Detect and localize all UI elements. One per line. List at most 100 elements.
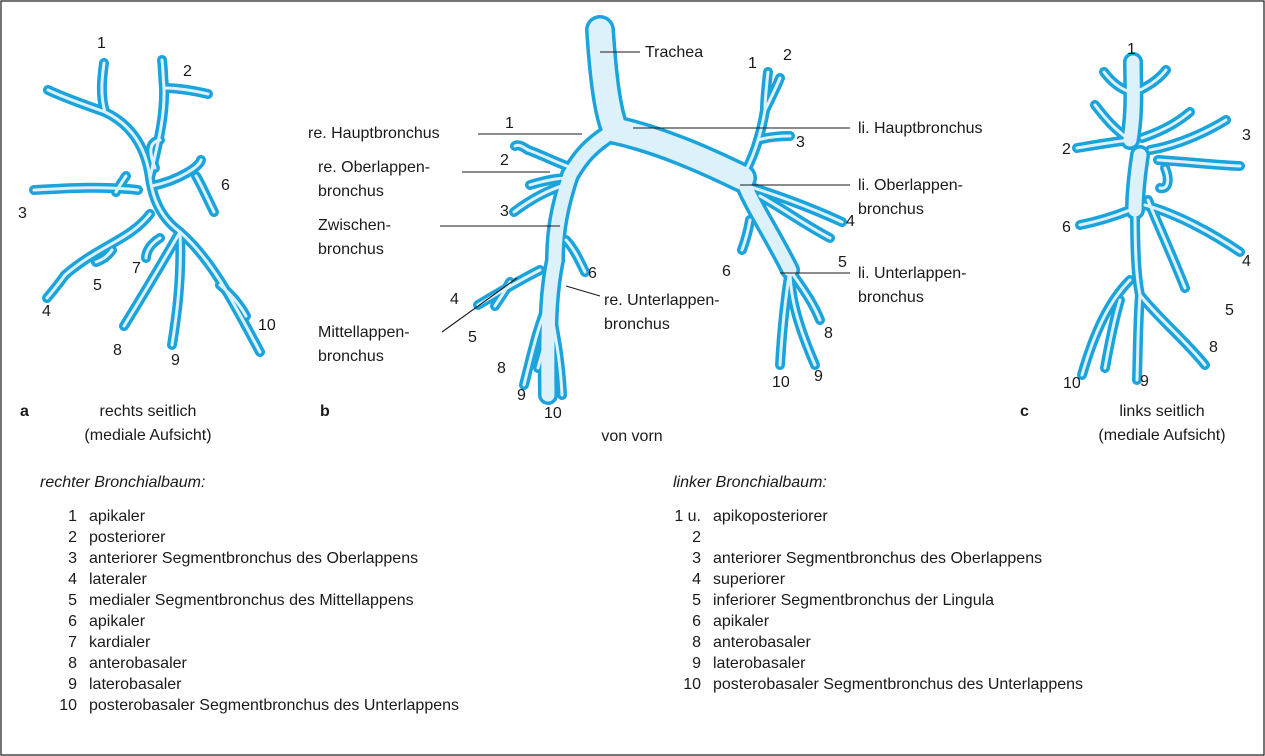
legend-right-item-number: 6 [40, 611, 89, 632]
legend-left-item-text: anterobasaler [713, 632, 811, 653]
panel-b-num-6-right: 6 [588, 265, 597, 282]
legend-right-item-text: kardialer [89, 632, 150, 653]
legend-right-item-number: 4 [40, 569, 89, 590]
legend-left-item-number: 3 [673, 548, 713, 569]
legend-right-item-text: apikaler [89, 506, 145, 527]
legend-right-item-text: posteriorer [89, 527, 165, 548]
legend-right-item-number: 3 [40, 548, 89, 569]
legend-left-item-text: apikoposteriorer [713, 506, 828, 548]
label-re-unterlappen-2: bronchus [604, 316, 670, 333]
panel-c-num-5: 5 [1225, 302, 1234, 319]
panel-c-num-6: 6 [1062, 219, 1071, 236]
panel-b-num-5-left: 5 [838, 254, 847, 271]
panel-a-num-1: 1 [97, 35, 106, 52]
legend-left-tree: linker Bronchialbaum: 1 u. 2apikoposteri… [673, 472, 1083, 695]
panel-b-num-8-left: 8 [824, 325, 833, 342]
panel-b-num-3-left: 3 [796, 134, 805, 151]
legend-right-item-text: medialer Segmentbronchus des Mittellappe… [89, 590, 414, 611]
label-mittellappen-2: bronchus [318, 348, 384, 365]
label-trachea: Trachea [645, 44, 703, 61]
legend-left-item-number: 8 [673, 632, 713, 653]
panel-b-num-10-right: 10 [544, 405, 562, 422]
legend-right-item-number: 8 [40, 653, 89, 674]
legend-left-item: 6apikaler [673, 611, 1083, 632]
panel-b-num-8-right: 8 [497, 360, 506, 377]
panel-c-caption-line2: (mediale Aufsicht) [1098, 427, 1225, 444]
legend-right-item: 2posteriorer [40, 527, 459, 548]
airway-branch-lumen [1130, 62, 1133, 140]
legend-right-item: 4lateraler [40, 569, 459, 590]
legend-right-item-number: 2 [40, 527, 89, 548]
label-re-hauptbronchus: re. Hauptbronchus [308, 125, 440, 142]
legend-right-item-text: anteriorer Segmentbronchus des Oberlappe… [89, 548, 418, 569]
panel-a-letter: a [20, 403, 29, 420]
panel-b-letter: b [320, 403, 330, 420]
panel-a-num-9: 9 [171, 352, 180, 369]
panel-a-num-8: 8 [113, 342, 122, 359]
panel-b-num-5-right: 5 [468, 329, 477, 346]
label-li-unterlappen-1: li. Unterlappen- [858, 265, 967, 282]
legend-right-item: 7kardialer [40, 632, 459, 653]
legend-left-item: 8anterobasaler [673, 632, 1083, 653]
panel-c-num-10: 10 [1063, 375, 1081, 392]
legend-left-item-number: 9 [673, 653, 713, 674]
legend-left-item-number: 4 [673, 569, 713, 590]
panel-a-caption-line1: rechts seitlich [100, 403, 197, 420]
panel-b-num-4-left: 4 [846, 213, 855, 230]
legend-left-item-number: 6 [673, 611, 713, 632]
panel-a-num-2: 2 [183, 63, 192, 80]
panel-a-num-7: 7 [132, 260, 141, 277]
label-li-oberlappen-2: bronchus [858, 201, 924, 218]
legend-right-item-number: 9 [40, 674, 89, 695]
legend-right-item-text: laterobasaler [89, 674, 182, 695]
legend-right-item: 8anterobasaler [40, 653, 459, 674]
airway-branch-lumen [1135, 155, 1140, 210]
label-zwischen-1: Zwischen- [318, 217, 391, 234]
panel-a-num-3: 3 [18, 205, 27, 222]
label-zwischen-2: bronchus [318, 241, 384, 258]
legend-left-item-number: 10 [673, 674, 713, 695]
legend-right-item-number: 5 [40, 590, 89, 611]
legend-right-item: 1apikaler [40, 506, 459, 527]
legend-right-title: rechter Bronchialbaum: [40, 472, 459, 493]
panel-c-num-2: 2 [1062, 141, 1071, 158]
panel-c-num-9: 9 [1140, 373, 1149, 390]
panel-a-caption-line2: (mediale Aufsicht) [84, 427, 211, 444]
legend-right-item-text: posterobasaler Segmentbronchus des Unter… [89, 695, 459, 716]
legend-left-item: 1 u. 2apikoposteriorer [673, 506, 1083, 548]
legend-right-item-text: apikaler [89, 611, 145, 632]
panel-c-num-8: 8 [1209, 339, 1218, 356]
label-li-unterlappen-2: bronchus [858, 289, 924, 306]
panel-b-num-9-right: 9 [517, 387, 526, 404]
legend-right-item-number: 10 [40, 695, 89, 716]
panel-b-num-1-right: 1 [505, 115, 514, 132]
legend-left-item-text: apikaler [713, 611, 769, 632]
legend-left-item: 4superiorer [673, 569, 1083, 590]
panel-b-num-3-right: 3 [500, 203, 509, 220]
label-re-oberlappen-2: bronchus [318, 183, 384, 200]
panel-c-num-3: 3 [1242, 127, 1251, 144]
legend-left-item-text: superiorer [713, 569, 785, 590]
panel-a-num-4: 4 [42, 303, 51, 320]
legend-right-item-text: anterobasaler [89, 653, 187, 674]
legend-right-item-number: 7 [40, 632, 89, 653]
legend-right-item-number: 1 [40, 506, 89, 527]
panel-a-num-6: 6 [221, 177, 230, 194]
panel-b-num-2-left: 2 [783, 47, 792, 64]
legend-left-item-text: laterobasaler [713, 653, 806, 674]
legend-left-item-text: anteriorer Segmentbronchus des Oberlappe… [713, 548, 1042, 569]
panel-b-num-1-left: 1 [748, 55, 757, 72]
panel-c-num-1: 1 [1127, 41, 1136, 58]
legend-left-item-text: posterobasaler Segmentbronchus des Unter… [713, 674, 1083, 695]
legend-left-item-text: inferiorer Segmentbronchus der Lingula [713, 590, 994, 611]
panel-c-caption-line1: links seitlich [1119, 403, 1204, 420]
